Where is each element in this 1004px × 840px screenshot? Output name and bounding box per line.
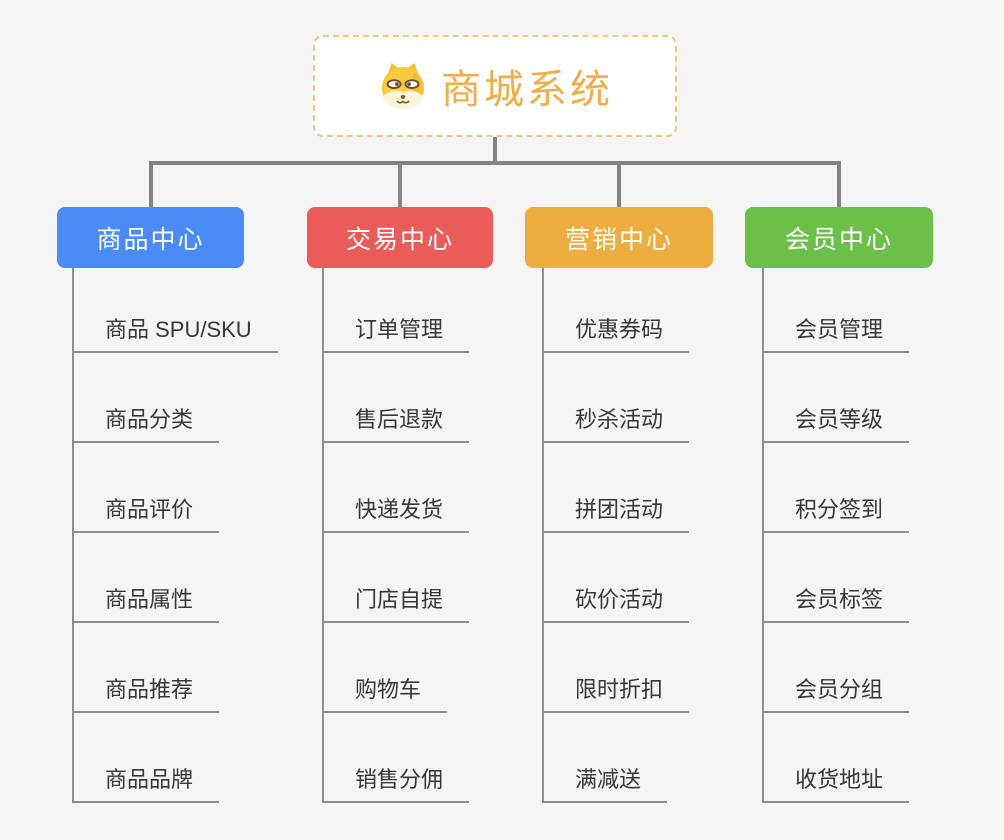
leaf-node-marketing-center-4[interactable]: 砍价活动 [543, 585, 690, 623]
connector-line [72, 268, 74, 803]
leaf-node-member-center-3[interactable]: 积分签到 [763, 495, 910, 533]
branch-node-member-center[interactable]: 会员中心 [745, 207, 933, 268]
leaf-node-product-center-4[interactable]: 商品属性 [73, 585, 220, 623]
leaf-node-marketing-center-3[interactable]: 拼团活动 [543, 495, 690, 533]
branch-node-product-center[interactable]: 商品中心 [57, 207, 244, 268]
leaf-node-product-center-5[interactable]: 商品推荐 [73, 675, 220, 713]
leaf-node-member-center-6[interactable]: 收货地址 [763, 765, 910, 803]
leaf-node-member-center-4[interactable]: 会员标签 [763, 585, 910, 623]
leaf-node-member-center-5[interactable]: 会员分组 [763, 675, 910, 713]
leaf-node-member-center-2[interactable]: 会员等级 [763, 405, 910, 443]
leaf-node-product-center-6[interactable]: 商品品牌 [73, 765, 220, 803]
leaf-node-trade-center-5[interactable]: 购物车 [323, 675, 448, 713]
leaf-node-marketing-center-1[interactable]: 优惠券码 [543, 315, 690, 353]
leaf-node-product-center-3[interactable]: 商品评价 [73, 495, 220, 533]
connector-line [322, 268, 324, 803]
leaf-node-marketing-center-2[interactable]: 秒杀活动 [543, 405, 690, 443]
leaf-node-marketing-center-6[interactable]: 满减送 [543, 765, 668, 803]
connector-line [398, 163, 402, 207]
shiba-dog-icon [377, 62, 429, 111]
leaf-node-member-center-1[interactable]: 会员管理 [763, 315, 910, 353]
leaf-node-trade-center-4[interactable]: 门店自提 [323, 585, 470, 623]
connector-line [837, 163, 841, 207]
connector-line [493, 137, 497, 165]
branch-node-marketing-center[interactable]: 营销中心 [525, 207, 713, 268]
leaf-node-marketing-center-5[interactable]: 限时折扣 [543, 675, 690, 713]
leaf-node-trade-center-3[interactable]: 快递发货 [323, 495, 470, 533]
leaf-node-trade-center-2[interactable]: 售后退款 [323, 405, 470, 443]
connector-line [762, 268, 764, 803]
connector-line [617, 163, 621, 207]
connector-line [542, 268, 544, 803]
leaf-node-product-center-1[interactable]: 商品 SPU/SKU [73, 315, 278, 353]
leaf-node-trade-center-1[interactable]: 订单管理 [323, 315, 470, 353]
connector-line [148, 163, 153, 207]
root-title: 商城系统 [441, 68, 613, 112]
leaf-node-trade-center-6[interactable]: 销售分佣 [323, 765, 470, 803]
connector-line [148, 161, 841, 165]
root-node-mall-system[interactable]: 商城系统 [313, 35, 677, 137]
branch-node-trade-center[interactable]: 交易中心 [307, 207, 493, 268]
leaf-node-product-center-2[interactable]: 商品分类 [73, 405, 220, 443]
